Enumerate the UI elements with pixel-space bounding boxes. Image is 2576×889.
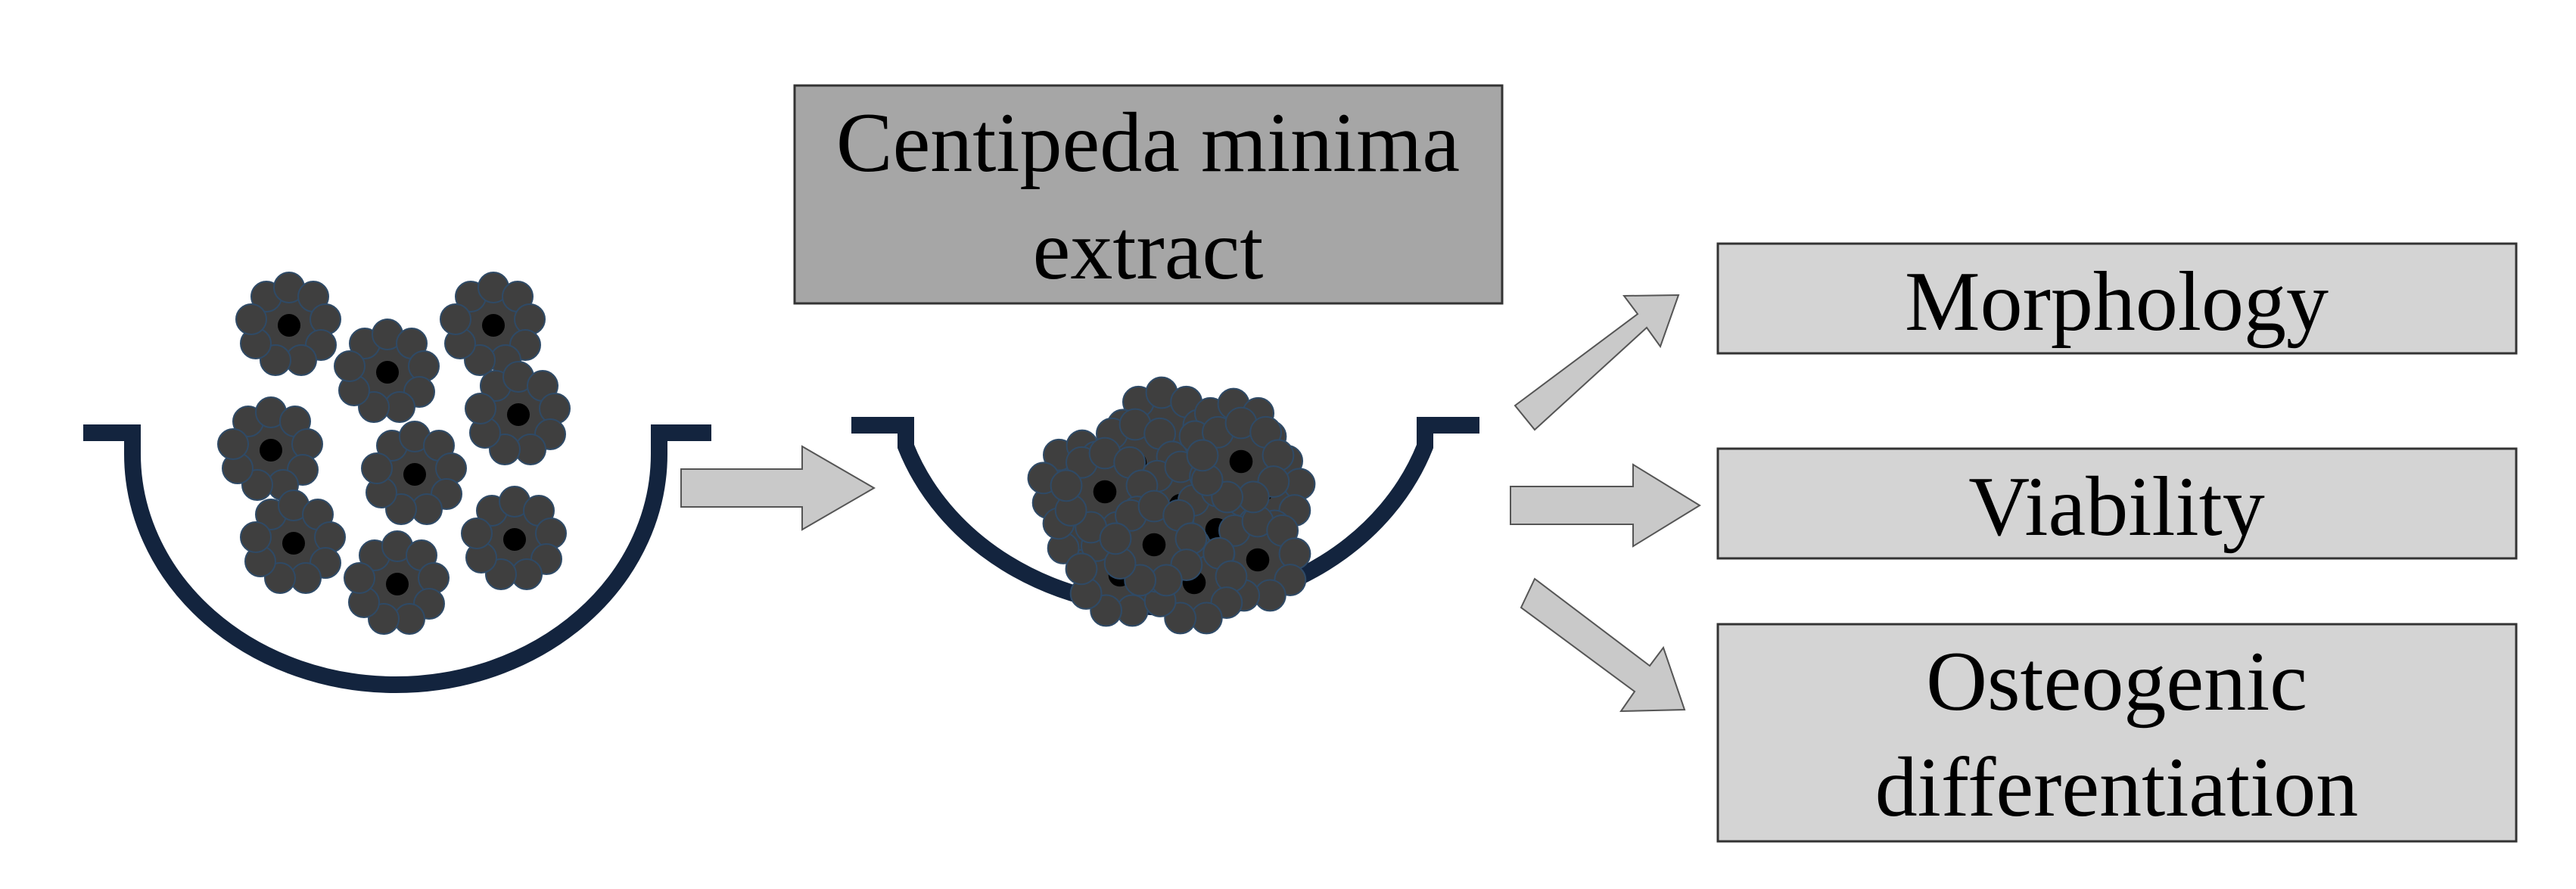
dispersed-cells <box>217 272 571 635</box>
treatment-label-line-2: extract <box>1033 204 1264 297</box>
culture-dish-icon <box>83 424 711 693</box>
outcome-morphology-label: Morphology <box>1905 255 2329 349</box>
outcome-osteogenic-label-line-2: differentiation <box>1875 741 2359 835</box>
cell-icon <box>461 486 567 590</box>
culture-dish-left <box>83 424 711 693</box>
cell-icon <box>334 319 440 423</box>
treatment-box: Centipeda minima extract <box>793 84 1504 305</box>
arrow-icon <box>1514 294 1680 431</box>
cell-icon <box>240 490 346 594</box>
spheroid-icon <box>1027 376 1316 635</box>
cell-icon <box>465 361 571 465</box>
outcome-osteogenic-label-line-1: Osteogenic <box>1926 635 2307 729</box>
outcome-osteogenic: Osteogenic differentiation <box>1716 623 2518 843</box>
cell-icon <box>217 396 323 501</box>
arrow-icon <box>1520 577 1686 713</box>
outcome-morphology: Morphology <box>1716 242 2518 355</box>
outcome-viability: Viability <box>1716 447 2518 560</box>
cell-icon <box>440 272 546 376</box>
cell-icon <box>235 272 341 376</box>
arrow-icon <box>1510 463 1701 548</box>
cell-icon <box>361 421 467 525</box>
outcome-viability-label: Viability <box>1968 460 2264 554</box>
cell-icon <box>344 530 450 635</box>
treatment-label-line-1: Centipeda minima <box>836 96 1460 190</box>
arrow-icon <box>680 445 876 531</box>
